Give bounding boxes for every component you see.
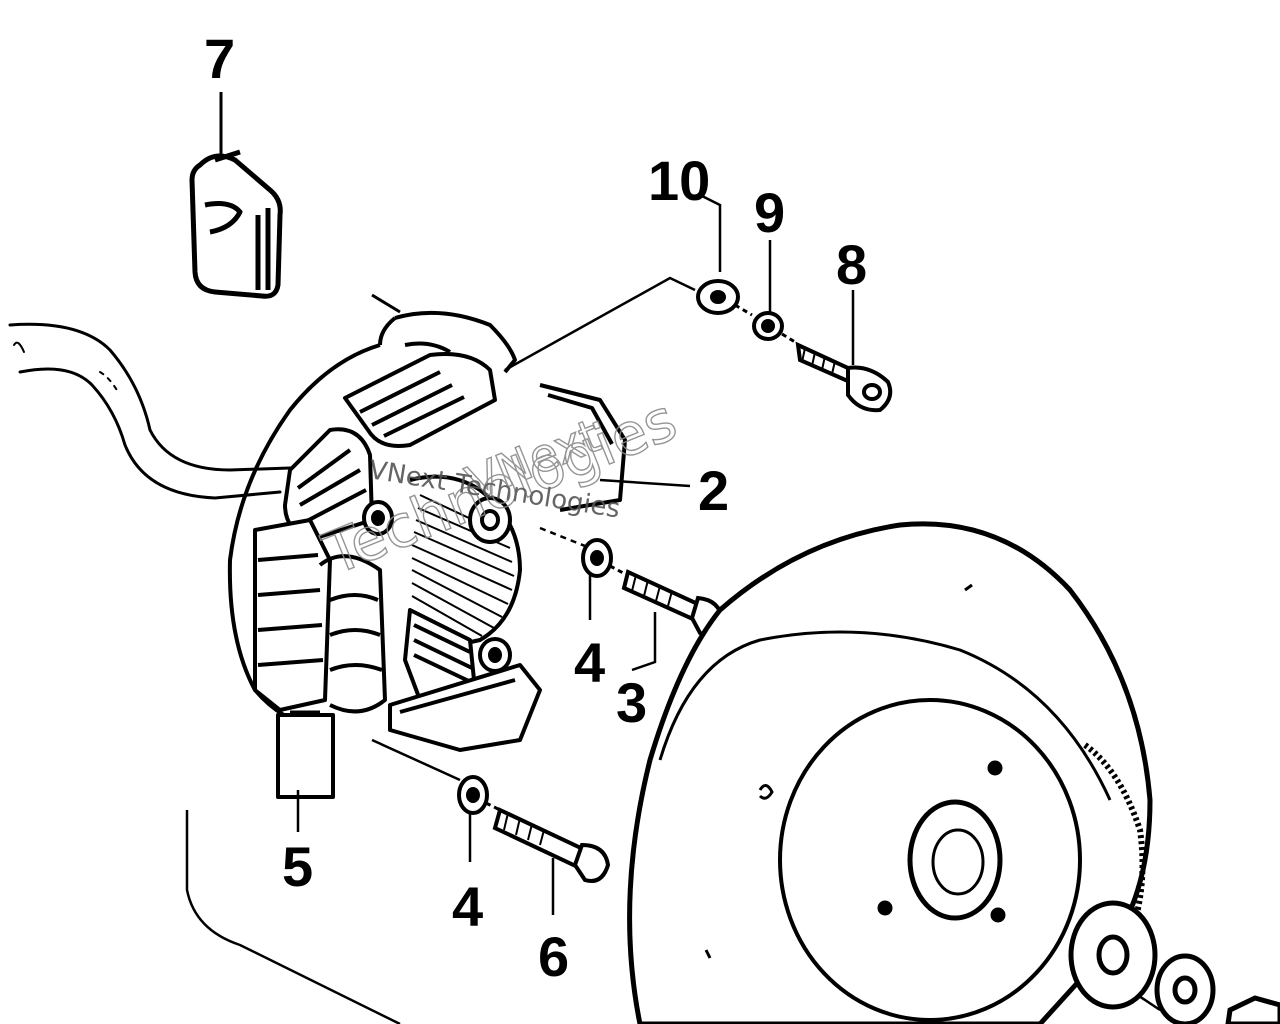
callout-4-upper: 4 — [574, 631, 605, 694]
callout-10: 10 — [648, 149, 710, 212]
stator-assembly — [227, 293, 627, 799]
flywheel-fasteners — [1068, 900, 1280, 1024]
callout-7: 7 — [204, 27, 235, 90]
callout-3: 3 — [616, 671, 647, 734]
callout-2: 2 — [698, 459, 729, 522]
callout-6: 6 — [538, 925, 569, 988]
callout-4-lower: 4 — [452, 875, 483, 938]
screw-6 — [492, 807, 588, 871]
wire-harness — [8, 322, 292, 500]
fastener-group-middle — [581, 538, 725, 637]
fastener-group-lower — [457, 775, 611, 883]
callout-5: 5 — [282, 835, 313, 898]
flywheel-nut — [1225, 995, 1280, 1024]
callout-8: 8 — [836, 233, 867, 296]
part-cap — [189, 149, 283, 299]
callout-labels: 7 10 9 8 2 4 3 5 4 6 — [204, 27, 867, 988]
fastener-group-upper — [696, 279, 893, 413]
flywheel — [627, 521, 1153, 1024]
callout-9: 9 — [754, 181, 785, 244]
